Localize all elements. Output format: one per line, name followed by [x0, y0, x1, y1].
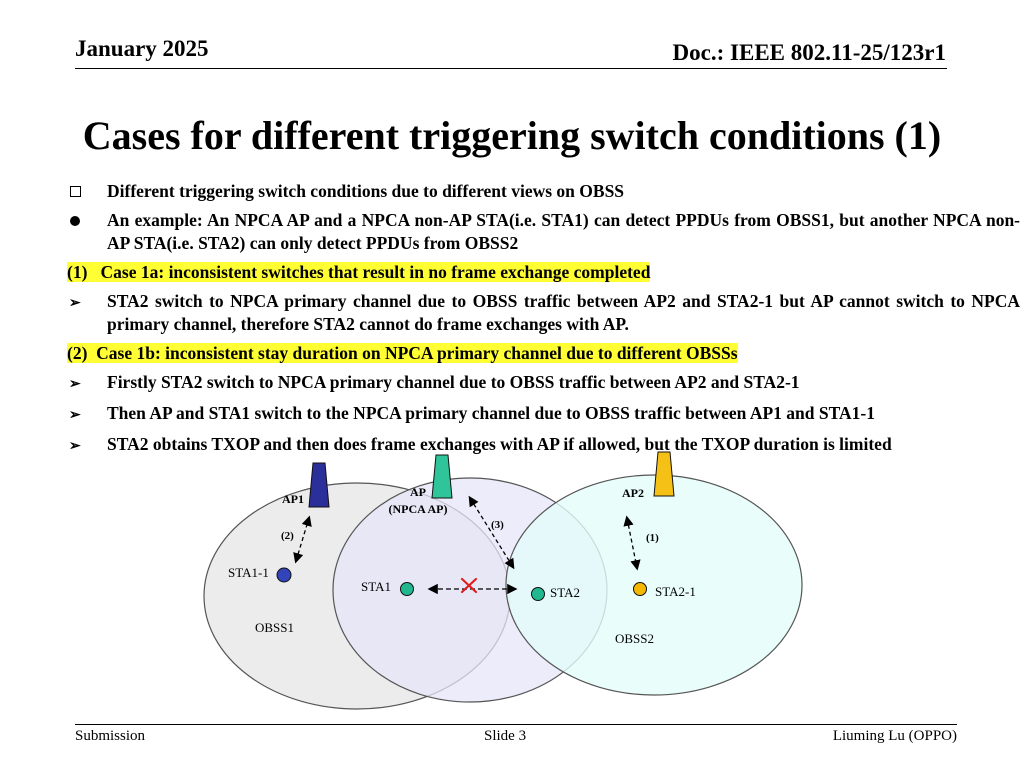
bullet-text: STA2 obtains TXOP and then does frame ex… — [107, 434, 892, 454]
arrow-bullet-icon: ➢ — [69, 408, 81, 423]
header-date: January 2025 — [75, 36, 209, 61]
sta1-1-node — [276, 567, 292, 583]
npca-ap-label: AP — [410, 485, 426, 499]
sta1-1-label: STA1-1 — [228, 565, 269, 580]
sta2-1-node — [633, 582, 647, 596]
case-heading-1: (1) Case 1a: inconsistent switches that … — [67, 261, 1020, 284]
bullet-text: Different triggering switch conditions d… — [107, 181, 625, 201]
dot-bullet-icon — [70, 216, 80, 226]
arrow-bullet-icon: ➢ — [69, 439, 81, 454]
highlighted-text: (1) Case 1a: inconsistent switches that … — [67, 262, 651, 282]
link-1-number: (1) — [646, 532, 659, 544]
sta2-node — [531, 587, 545, 601]
ap1-antenna-icon — [308, 462, 330, 508]
bullet-text: An example: An NPCA AP and a NPCA non-AP… — [107, 210, 1020, 253]
bullet-item: ➢ STA2 obtains TXOP and then does frame … — [67, 433, 1020, 458]
bullet-list: Different triggering switch conditions d… — [67, 180, 1020, 464]
blocked-cross-icon — [460, 577, 478, 594]
link-3-number: (3) — [491, 519, 504, 531]
sta2-1-label: STA2-1 — [655, 584, 696, 599]
ap2-antenna-icon — [653, 451, 675, 497]
sta1-label: STA1 — [361, 579, 391, 594]
sta2-label: STA2 — [550, 585, 580, 600]
ap1-label: AP1 — [282, 492, 304, 506]
arrow-bullet-icon: ➢ — [69, 377, 81, 392]
case-heading-2: (2) Case 1b: inconsistent stay duration … — [67, 342, 1020, 365]
npca-ap-antenna-icon — [431, 454, 453, 499]
sta1-node — [400, 582, 414, 596]
bullet-item: Different triggering switch conditions d… — [67, 180, 1020, 203]
bullet-item: ➢ Then AP and STA1 switch to the NPCA pr… — [67, 402, 1020, 427]
npca-ap-sublabel: (NPCA AP) — [389, 502, 448, 516]
bullet-item: An example: An NPCA AP and a NPCA non-AP… — [67, 209, 1020, 255]
footer-divider — [75, 724, 957, 725]
link-2-arrow — [293, 515, 312, 564]
bullet-item: ➢ STA2 switch to NPCA primary channel du… — [67, 290, 1020, 336]
obss2-label: OBSS2 — [615, 631, 654, 646]
bullet-text: Then AP and STA1 switch to the NPCA prim… — [107, 403, 875, 423]
bullet-text: STA2 switch to NPCA primary channel due … — [107, 291, 1020, 334]
bullet-item: ➢ Firstly STA2 switch to NPCA primary ch… — [67, 371, 1020, 396]
footer-slide-number: Slide 3 — [484, 728, 527, 744]
square-bullet-icon — [70, 186, 81, 197]
link-2-number: (2) — [281, 530, 294, 542]
footer-left: Submission — [75, 728, 146, 744]
header-doc-id: Doc.: IEEE 802.11-25/123r1 — [672, 40, 946, 65]
slide-title: Cases for different triggering switch co… — [82, 113, 942, 158]
arrow-bullet-icon: ➢ — [69, 296, 81, 311]
footer-author: Liuming Lu (OPPO) — [832, 728, 957, 744]
bullet-text: Firstly STA2 switch to NPCA primary chan… — [107, 372, 800, 392]
link-1-arrow — [623, 515, 641, 571]
obss1-label: OBSS1 — [255, 620, 294, 635]
header-divider — [75, 68, 947, 69]
highlighted-text: (2) Case 1b: inconsistent stay duration … — [67, 343, 738, 363]
ap2-label: AP2 — [622, 486, 644, 500]
